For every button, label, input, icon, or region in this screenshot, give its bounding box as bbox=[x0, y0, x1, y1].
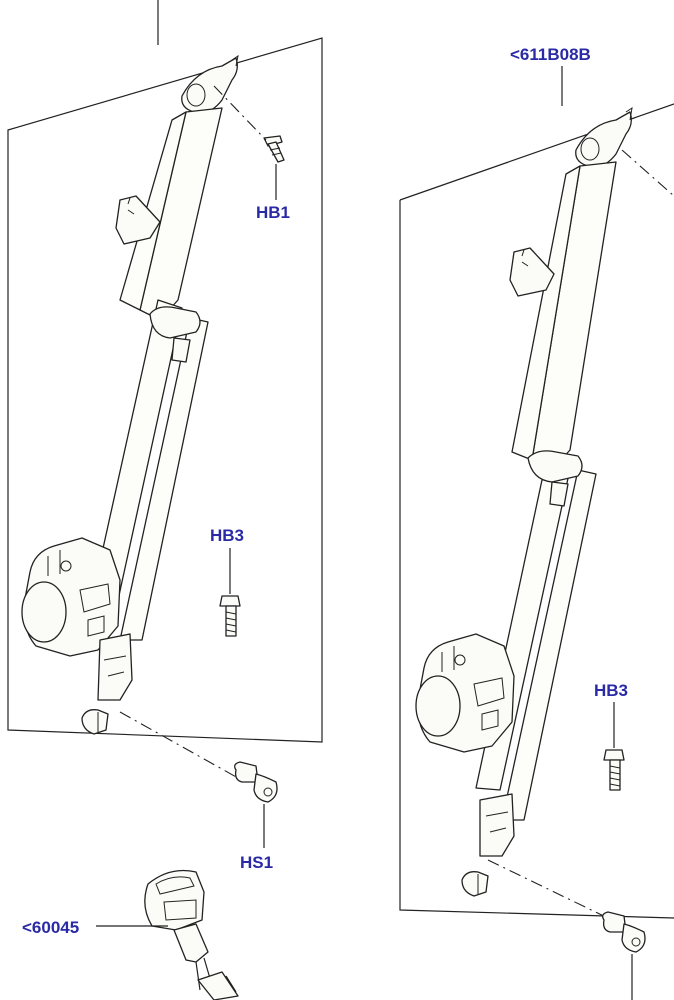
right-seat-belt-assembly bbox=[415, 106, 633, 897]
hs1-leader-dash bbox=[119, 711, 239, 779]
label-hb1: HB1 bbox=[256, 203, 290, 222]
label-ref-buckle: <60045 bbox=[22, 918, 79, 937]
label-hs1: HS1 bbox=[240, 853, 273, 872]
right-assembly-frame bbox=[399, 66, 674, 919]
hb3-right-bolt bbox=[603, 749, 625, 791]
seat-belt-buckle bbox=[144, 869, 239, 1000]
label-hb3-left: HB3 bbox=[210, 526, 244, 545]
hs1-shoulder-bolt bbox=[234, 761, 278, 803]
left-seat-belt-assembly bbox=[21, 54, 239, 735]
hb1-screw bbox=[263, 135, 285, 163]
right-shoulder-bolt bbox=[602, 911, 646, 953]
label-ref-right: <611B08B bbox=[510, 45, 591, 64]
right-upper-dash bbox=[621, 149, 674, 197]
right-lower-dash bbox=[487, 859, 613, 921]
hb1-leader-dash bbox=[213, 85, 267, 141]
hb3-left-bolt bbox=[219, 595, 241, 637]
label-hb3-right: HB3 bbox=[594, 681, 628, 700]
